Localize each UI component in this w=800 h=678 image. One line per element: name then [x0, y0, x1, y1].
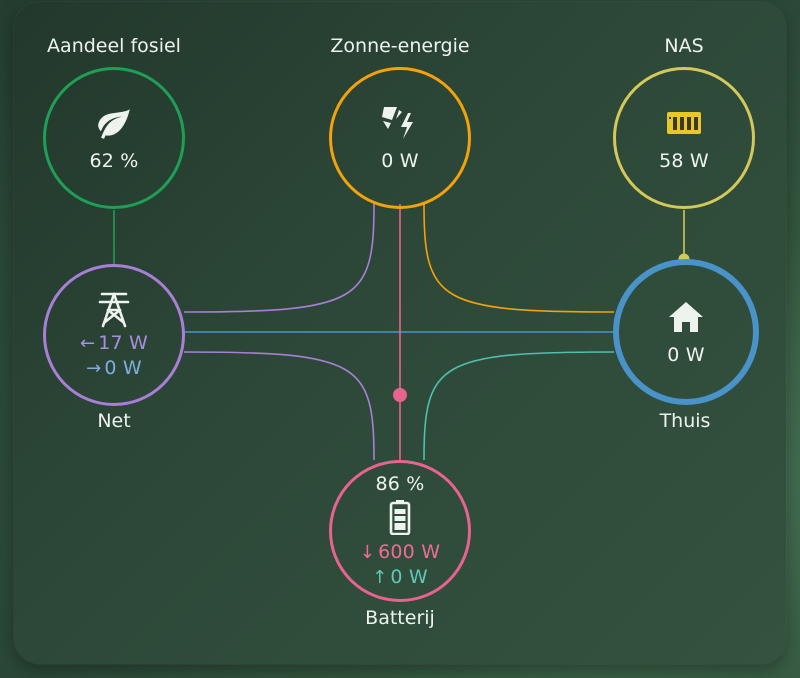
grid-node[interactable]: ←17 W →0 W [43, 264, 185, 406]
energy-distribution-card: Aandeel fosiel Zonne-energie NAS Net Thu… [14, 2, 786, 664]
battery-discharge-value: 0 W [390, 566, 428, 588]
battery-discharge: ↑0 W [372, 565, 428, 590]
arrow-left-icon: ← [79, 333, 96, 354]
fossil-node[interactable]: 62 % [43, 67, 185, 209]
flow-solar-to-home [423, 203, 615, 313]
flow-grid-to-battery [183, 351, 375, 461]
battery-soc: 86 % [375, 473, 425, 495]
home-value: 0 W [667, 344, 705, 366]
solar-node[interactable]: 0 W [329, 67, 471, 209]
battery-label: Batterij [365, 607, 435, 629]
transmission-tower-icon [94, 289, 134, 329]
arrow-up-icon: ↑ [372, 567, 388, 588]
flow-battery-to-home [423, 351, 615, 461]
arrow-down-icon: ↓ [359, 542, 376, 563]
home-icon [666, 297, 706, 337]
solar-value: 0 W [381, 150, 419, 172]
home-label: Thuis [659, 410, 711, 432]
battery-charge: ↓600 W [360, 540, 440, 565]
leaf-icon [94, 103, 134, 143]
nas-value: 58 W [659, 150, 709, 172]
nas-label: NAS [664, 35, 704, 57]
solar-power-icon [380, 103, 420, 143]
nas-node[interactable]: 58 W [613, 67, 755, 209]
flow-solar-to-battery-dot [393, 388, 407, 402]
grid-import-value: 17 W [98, 332, 149, 354]
nas-device-icon [664, 103, 704, 143]
battery-node[interactable]: 86 % ↓600 W ↑0 W [329, 460, 471, 602]
grid-label: Net [97, 410, 131, 432]
battery-charge-value: 600 W [378, 541, 441, 563]
fossil-value: 62 % [89, 150, 139, 172]
flow-solar-to-grid [183, 203, 375, 313]
grid-export: →0 W [86, 356, 142, 381]
arrow-right-icon: → [86, 358, 102, 379]
home-node[interactable]: 0 W [613, 259, 759, 405]
battery-icon [380, 498, 420, 536]
grid-import: ←17 W [80, 331, 148, 356]
solar-label: Zonne-energie [330, 35, 470, 57]
grid-export-value: 0 W [104, 357, 142, 379]
fossil-label: Aandeel fosiel [47, 35, 181, 57]
